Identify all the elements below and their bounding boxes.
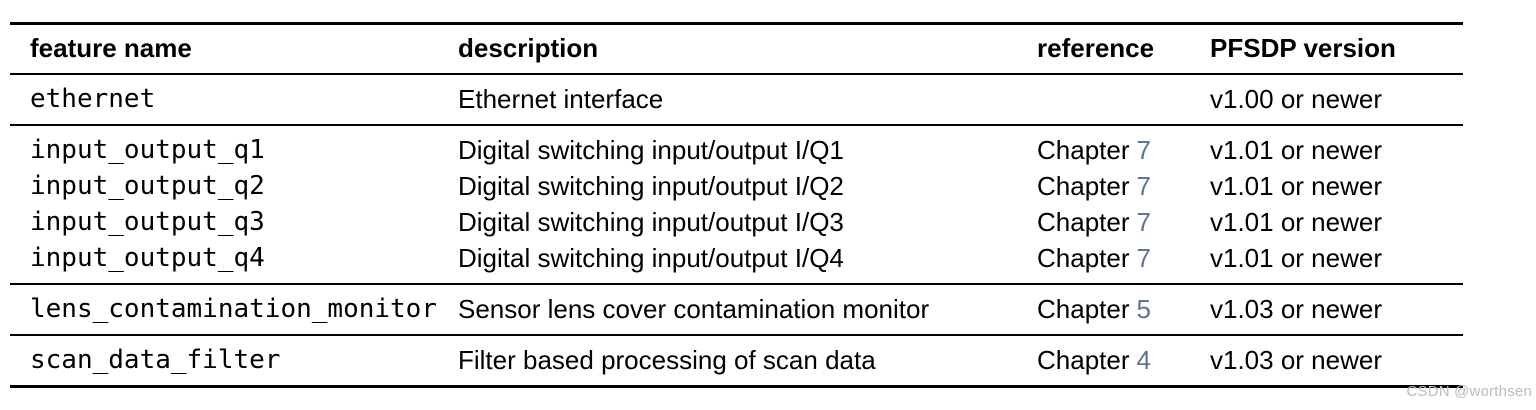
table-row: input_output_q3 Digital switching input/…: [10, 204, 1463, 240]
chapter-label: Chapter: [1037, 243, 1130, 273]
description-cell: Digital switching input/output I/Q2: [458, 171, 844, 201]
chapter-link[interactable]: 7: [1136, 243, 1151, 273]
description-cell: Digital switching input/output I/Q3: [458, 207, 844, 237]
feature-name-cell: input_output_q1: [30, 135, 265, 165]
feature-table-container: feature name description reference PFSDP…: [10, 22, 1463, 388]
table-row: input_output_q2 Digital switching input/…: [10, 168, 1463, 204]
table-row: lens_contamination_monitor Sensor lens c…: [10, 284, 1463, 335]
version-cell: v1.03 or newer: [1210, 345, 1382, 375]
feature-name-cell: lens_contamination_monitor: [30, 294, 437, 324]
chapter-label: Chapter: [1037, 135, 1130, 165]
group-lens-contamination: lens_contamination_monitor Sensor lens c…: [10, 284, 1463, 335]
description-cell: Digital switching input/output I/Q4: [458, 243, 844, 273]
group-scan-data-filter: scan_data_filter Filter based processing…: [10, 335, 1463, 387]
group-input-output: input_output_q1 Digital switching input/…: [10, 125, 1463, 284]
chapter-label: Chapter: [1037, 171, 1130, 201]
description-cell: Sensor lens cover contamination monitor: [458, 294, 930, 324]
table-row: input_output_q1 Digital switching input/…: [10, 125, 1463, 168]
feature-name-cell: input_output_q3: [30, 207, 265, 237]
group-ethernet: ethernet Ethernet interface v1.00 or new…: [10, 74, 1463, 125]
feature-name-cell: scan_data_filter: [30, 345, 281, 375]
version-cell: v1.01 or newer: [1210, 171, 1382, 201]
header-feature-name: feature name: [10, 23, 458, 75]
version-cell: v1.00 or newer: [1210, 84, 1382, 114]
feature-name-cell: ethernet: [30, 84, 156, 114]
table-row: ethernet Ethernet interface v1.00 or new…: [10, 74, 1463, 125]
reference-cell: [1037, 74, 1210, 125]
feature-table: feature name description reference PFSDP…: [10, 22, 1463, 388]
feature-name-cell: input_output_q2: [30, 171, 265, 201]
version-cell: v1.01 or newer: [1210, 243, 1382, 273]
description-cell: Filter based processing of scan data: [458, 345, 876, 375]
table-header: feature name description reference PFSDP…: [10, 23, 1463, 75]
description-cell: Ethernet interface: [458, 84, 664, 114]
version-cell: v1.01 or newer: [1210, 207, 1382, 237]
table-row: input_output_q4 Digital switching input/…: [10, 240, 1463, 284]
chapter-label: Chapter: [1037, 345, 1130, 375]
version-cell: v1.01 or newer: [1210, 135, 1382, 165]
table-row: scan_data_filter Filter based processing…: [10, 335, 1463, 387]
chapter-label: Chapter: [1037, 207, 1130, 237]
feature-name-cell: input_output_q4: [30, 243, 265, 273]
chapter-link[interactable]: 7: [1136, 207, 1151, 237]
header-reference: reference: [1037, 23, 1210, 75]
csdn-watermark: CSDN @worthsen: [1406, 383, 1532, 400]
header-pfsdp-version: PFSDP version: [1210, 23, 1463, 75]
header-description: description: [458, 23, 1037, 75]
chapter-link[interactable]: 5: [1136, 294, 1151, 324]
header-row: feature name description reference PFSDP…: [10, 23, 1463, 75]
chapter-link[interactable]: 7: [1136, 171, 1151, 201]
version-cell: v1.03 or newer: [1210, 294, 1382, 324]
chapter-link[interactable]: 4: [1136, 345, 1151, 375]
chapter-label: Chapter: [1037, 294, 1130, 324]
description-cell: Digital switching input/output I/Q1: [458, 135, 844, 165]
chapter-link[interactable]: 7: [1136, 135, 1151, 165]
